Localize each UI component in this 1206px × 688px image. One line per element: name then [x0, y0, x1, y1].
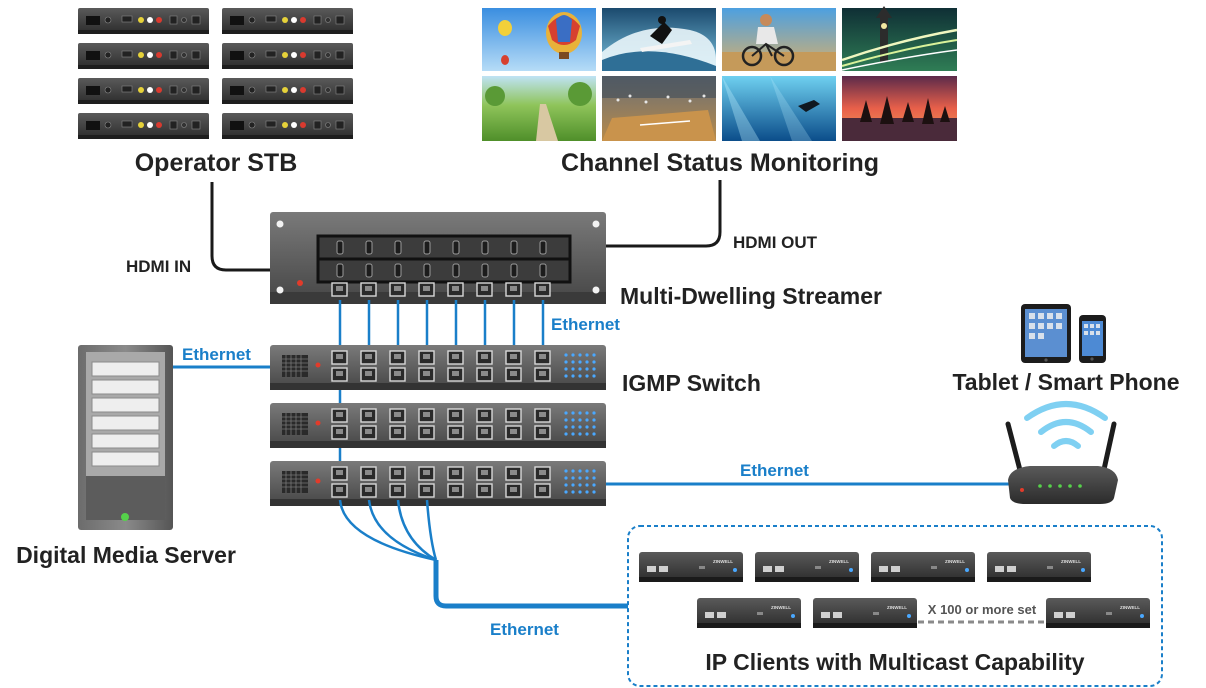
channel-status-monitoring-label: Channel Status Monitoring — [561, 149, 879, 177]
stb-device-icon — [77, 42, 210, 70]
ethernet-server-label: Ethernet — [182, 345, 251, 364]
stb-device-icon — [77, 112, 210, 140]
igmp-switch-label: IGMP Switch — [622, 370, 761, 396]
stb-device-icon — [77, 77, 210, 105]
ethernet-clients-label: Ethernet — [490, 620, 559, 639]
stb-device-icon — [221, 7, 354, 35]
ip-client-devices — [639, 552, 1150, 628]
ip-client-device-icon — [987, 552, 1091, 582]
clients-main-ethernet-link — [433, 560, 628, 609]
channel-thumbnail — [722, 76, 836, 141]
multi-dwelling-streamer-device — [270, 212, 606, 304]
wifi-router-icon — [1005, 421, 1118, 504]
ip-client-device-icon — [813, 598, 917, 628]
ip-clients-group-box — [627, 525, 1163, 687]
channel-thumbnail — [482, 8, 596, 71]
operator-stb-label: Operator STB — [135, 149, 298, 177]
hdmi-in-label: HDMI IN — [126, 257, 191, 276]
stb-device-icon — [221, 77, 354, 105]
stb-device-icon — [221, 112, 354, 140]
tablet-smart-phone-label: Tablet / Smart Phone — [952, 369, 1179, 395]
hdmi-in-cable — [210, 182, 318, 272]
ip-client-device-icon — [1046, 598, 1150, 628]
hdmi-out-cable — [570, 180, 722, 248]
channel-thumbnail — [841, 6, 958, 71]
stb-device-icon — [221, 42, 354, 70]
ip-client-device-icon — [697, 598, 801, 628]
smartphone-icon — [1079, 315, 1106, 363]
channel-thumbnail — [602, 76, 716, 141]
igmp-switch-device — [270, 345, 606, 390]
channel-thumbnails — [482, 6, 958, 141]
ip-client-device-icon — [639, 552, 743, 582]
channel-thumbnail — [602, 8, 716, 71]
ethernet-streamer-label: Ethernet — [551, 315, 620, 334]
channel-thumbnail — [482, 76, 596, 141]
hdmi-out-label: HDMI OUT — [733, 233, 818, 252]
ip-client-device-icon — [871, 552, 975, 582]
stb-device-icon — [77, 7, 210, 35]
tablet-icon — [1021, 304, 1071, 363]
ethernet-router-label: Ethernet — [740, 461, 809, 480]
channel-thumbnail — [842, 76, 957, 141]
clients-ethernet-bundle — [338, 499, 438, 562]
ip-client-device-icon — [755, 552, 859, 582]
ip-clients-label: IP Clients with Multicast Capability — [705, 649, 1084, 675]
operator-stb-stack — [77, 7, 354, 140]
streamer-switch-links — [338, 300, 545, 351]
wifi-signal-icon — [1024, 401, 1108, 449]
channel-thumbnail — [722, 8, 836, 71]
multi-dwelling-streamer-label: Multi-Dwelling Streamer — [620, 283, 882, 309]
igmp-switch-device — [270, 461, 606, 506]
igmp-switch-device — [270, 403, 606, 448]
digital-media-server-label: Digital Media Server — [16, 542, 236, 568]
x100-label: X 100 or more set — [928, 602, 1037, 617]
server-tower-icon — [78, 345, 173, 530]
